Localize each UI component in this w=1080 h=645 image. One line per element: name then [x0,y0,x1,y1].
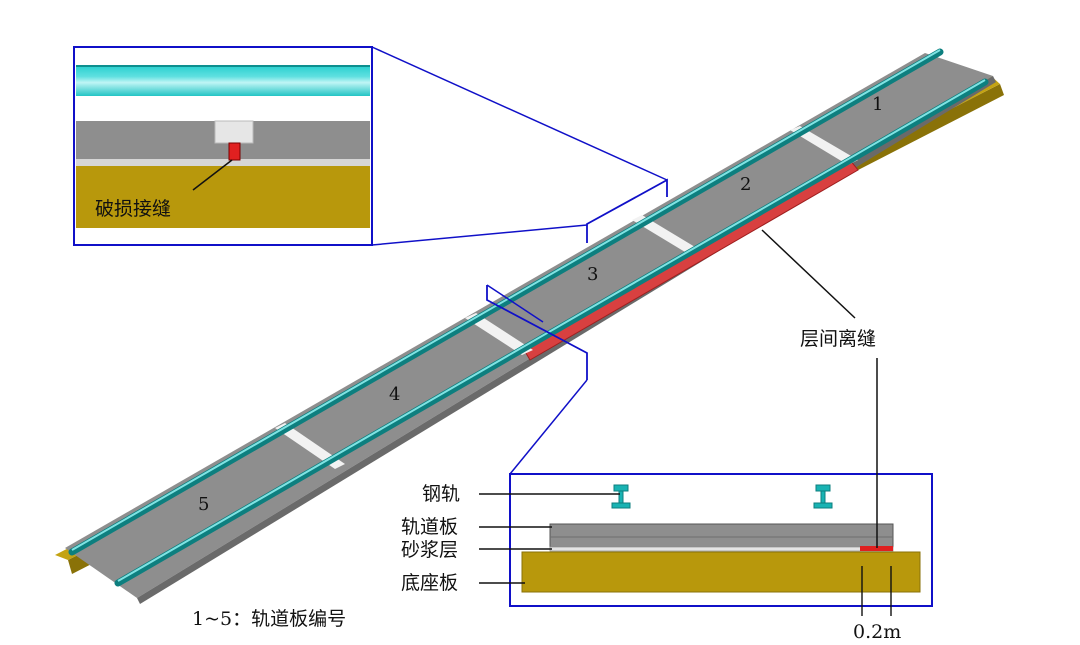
inset-damaged-joint: 破损接缝 [73,46,668,246]
inset-rail [76,66,370,96]
section-gap [860,546,893,551]
mortar-layer-label: 砂浆层 [401,539,458,561]
section-leader [509,379,588,475]
inset-joint [214,120,254,144]
section-track-slab [549,523,894,548]
interlayer-gap-label: 层间离缝 [800,328,876,350]
interlayer-gap-callout: 层间离缝 [761,229,878,548]
joint-4-5 [275,423,345,469]
rail-right-highlight [117,79,986,582]
slab-number-3: 3 [587,264,598,285]
slab-joints [275,126,858,469]
inset-leader-bottom [371,224,588,246]
slab-number-2: 2 [740,174,751,195]
track-3d-view: 1 2 3 4 5 [55,48,1004,604]
section-mortar-layer [549,546,894,552]
section-marker-top [486,284,544,323]
interlayer-gap-pointer [761,229,856,319]
joint-1-2 [790,126,858,165]
inset-mortar [76,159,370,166]
slab-number-1: 1 [872,94,883,115]
section-rail-right [813,484,833,509]
inset-base [76,166,370,228]
slab-number-legend: 1~5：轨道板编号 [192,608,346,630]
inset-marker-bracket [586,178,668,243]
rails [68,48,989,587]
section-marker-bracket [486,285,588,380]
section-base-plate [521,551,921,593]
damaged-joint-pointer [192,159,233,191]
rail-label: 钢轨 [422,483,460,505]
track-slab-label: 轨道板 [401,516,458,538]
joint-2-3 [632,215,700,255]
section-rail-left [611,484,631,509]
inset-cross-section: 钢轨 轨道板 砂浆层 底座板 0.2m [401,284,933,643]
inset-damage-mark [228,142,241,161]
rail-left-highlight [71,49,941,551]
slab-number-4: 4 [389,384,400,405]
slab-number-5: 5 [198,494,209,515]
base-plate-label: 底座板 [401,572,458,594]
rail-left [68,48,944,556]
inset-leader-top [371,46,668,181]
joint-3-4 [465,313,533,355]
damaged-joint-label: 破损接缝 [95,198,171,220]
track-slab-top [65,53,993,598]
gap-width-label: 0.2m [853,621,901,643]
rail-right [114,78,989,587]
